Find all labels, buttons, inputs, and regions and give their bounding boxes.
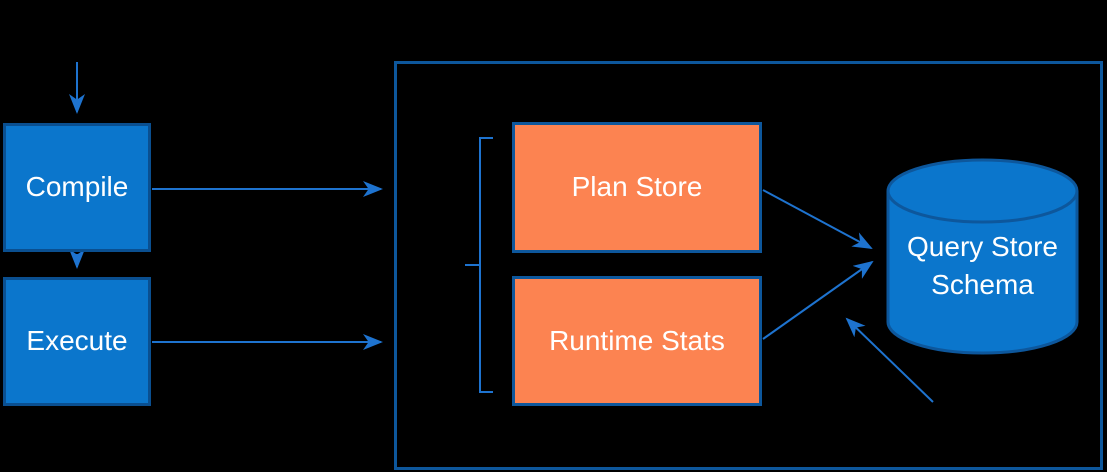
query-store-schema-label: Query Store Schema — [888, 228, 1077, 304]
runtime-stats-label: Runtime Stats — [549, 324, 725, 356]
query-store-boundary-box — [394, 61, 1103, 470]
compile-node: Compile — [3, 123, 151, 252]
compile-label: Compile — [25, 171, 129, 203]
query-store-schema-line1: Query Store — [907, 231, 1058, 262]
runtime-stats-node: Runtime Stats — [512, 276, 762, 406]
execute-label: Execute — [26, 325, 128, 357]
plan-store-label: Plan Store — [571, 171, 703, 203]
plan-store-node: Plan Store — [512, 122, 762, 253]
query-store-schema-line2: Schema — [931, 269, 1034, 300]
execute-node: Execute — [3, 277, 151, 406]
